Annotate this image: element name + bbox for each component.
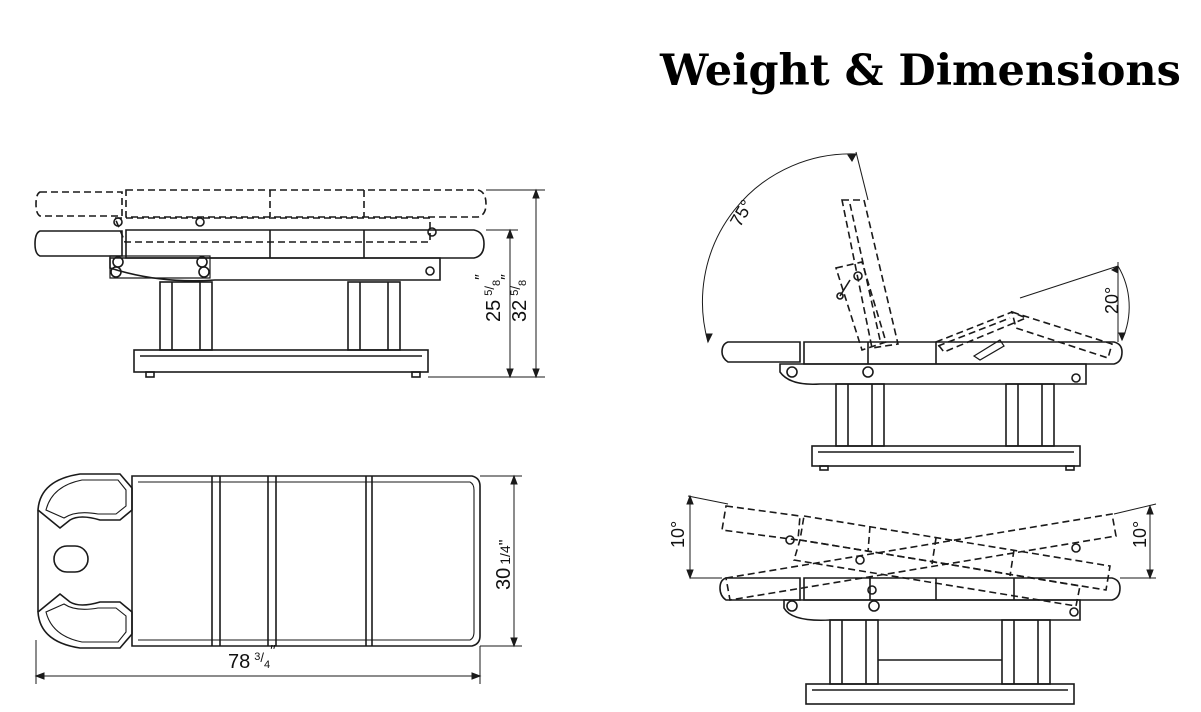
table-body bbox=[131, 475, 481, 647]
side-view-raised-outline bbox=[35, 189, 487, 243]
top-view-dimension-lines bbox=[34, 474, 522, 684]
height-high-label: 325/8″ bbox=[499, 274, 531, 322]
width-label: 301/4" bbox=[493, 540, 515, 590]
tilt-angle-arcs bbox=[686, 494, 1157, 580]
tilt-foot-angle-label: 10° bbox=[1130, 521, 1150, 548]
backrest-angle-label: 75° bbox=[726, 196, 757, 230]
legrest-angle-label: 20° bbox=[1102, 287, 1122, 314]
backrest-raised bbox=[834, 199, 899, 352]
head-cushion-lower bbox=[37, 592, 133, 649]
side-view: 255/8″ 325/8″ bbox=[34, 188, 545, 379]
height-low-label: 255/8″ bbox=[473, 274, 505, 322]
head-cushion-upper bbox=[37, 473, 133, 530]
side-view-lowered-table bbox=[34, 217, 485, 282]
side-view-dimension-lines bbox=[428, 188, 545, 379]
legrest-raised bbox=[934, 310, 1113, 360]
recline-view: 75° 20° bbox=[701, 151, 1130, 471]
side-view-base bbox=[133, 349, 429, 378]
recline-angle-arcs bbox=[701, 151, 1130, 344]
tilt-positions bbox=[721, 505, 1117, 607]
tilt-view: 10° 10° bbox=[668, 494, 1157, 705]
page-title: Weight & Dimensions bbox=[660, 46, 1181, 96]
tilt-head-angle-label: 10° bbox=[668, 521, 688, 548]
face-hole bbox=[53, 545, 89, 573]
side-view-columns bbox=[159, 281, 401, 351]
